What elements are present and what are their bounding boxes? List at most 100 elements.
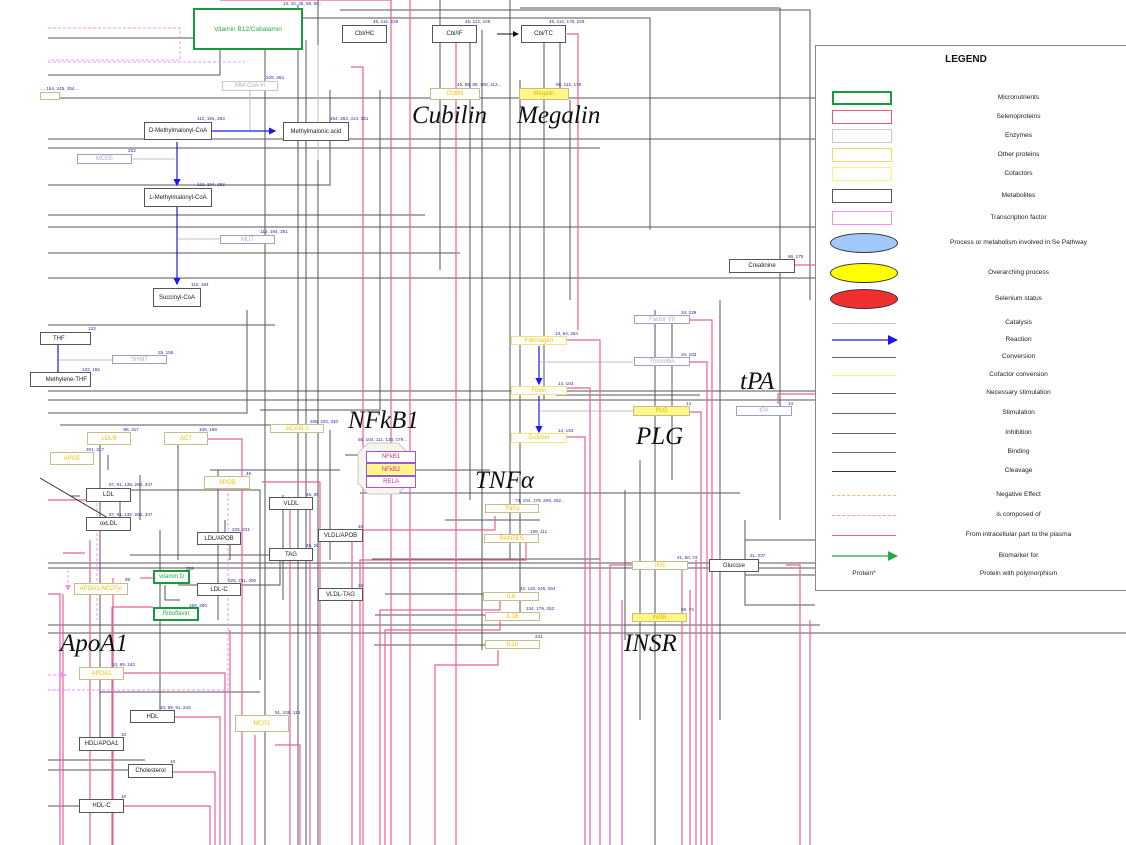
legend-entry: Necessary stimulation [816, 386, 1126, 404]
node-cbl-tc[interactable]: Cbl/TC [521, 25, 566, 43]
ref-ldl-c: 225, 231, 300 [228, 578, 257, 583]
node-rela[interactable]: RELA [366, 476, 416, 488]
legend-entry: Overarching process [816, 263, 1126, 284]
node-top-left-protein[interactable] [40, 92, 60, 100]
node-vitamin-b12[interactable]: Vitamin B12/Cobalamin [193, 8, 303, 50]
node-hdl-apoa1[interactable]: HDL/APOA1 [79, 737, 124, 751]
node-methylene-thf[interactable]: Methylene-THF [30, 372, 91, 387]
legend-entry: Micronutrients [816, 91, 1126, 109]
node-vldl-apob[interactable]: VLDL/APOB [318, 529, 363, 542]
node-l-methylmalonyl-coa[interactable]: L-Methylmalonyl-CoA [144, 188, 212, 207]
ref-il6: 42, 119, 245, 294 [520, 586, 556, 591]
node-cubn[interactable]: CUBN [430, 88, 480, 100]
node-megalin[interactable]: Megalin [519, 88, 569, 100]
node-il10[interactable]: IL10 [485, 640, 540, 649]
ref-apoa1: 10, 89, 242 [112, 662, 135, 667]
node-cbl-hc[interactable]: Cbl/HC [342, 25, 387, 43]
node-il1b[interactable]: IL1B [485, 612, 540, 621]
node-apob[interactable]: APOB [204, 476, 250, 489]
node-riboflavin[interactable]: Riboflavin [153, 607, 199, 621]
legend-box-swatch [832, 110, 892, 124]
node-thf[interactable]: THF [40, 332, 91, 345]
annotation-nfkb1: NFkB1 [348, 407, 419, 434]
node-nfkb2[interactable]: NFkB2 [366, 463, 416, 476]
node-creatinine[interactable]: Creatinine [729, 259, 795, 273]
ref-mut: 112, 194, 351 [260, 229, 288, 234]
annotation-plg: PLG [636, 423, 684, 450]
legend-entry: Binding [816, 445, 1126, 463]
node-oxldl[interactable]: oxLDL [86, 517, 131, 531]
node-il6[interactable]: IL6 [483, 592, 539, 601]
ref-thf: 133 [88, 326, 96, 331]
ref-plg: 14 [686, 401, 692, 406]
ref-il10: 241 [535, 634, 543, 639]
node-hdl[interactable]: HDL [130, 710, 175, 723]
ref-sicam-1: 265, 332, 340 [310, 419, 339, 424]
node-shmt[interactable]: SHMT [112, 355, 167, 364]
node-mcee[interactable]: MCEE [77, 154, 132, 164]
node-d-dimer[interactable]: D-dimer [511, 433, 567, 443]
annotation-megalin: Megalin [517, 102, 601, 129]
ref-factor-vii: 34, 239 [681, 310, 697, 315]
node-succinyl-coa[interactable]: Succinyl-CoA [153, 288, 201, 307]
ref-cbl-hc: 45, 112, 229 [373, 19, 399, 24]
node-tpa[interactable]: tPA [736, 406, 792, 416]
node-apoa1-no2tyr[interactable]: APOA1-NO2Tyr [74, 583, 128, 595]
ref-il1b: 134, 179, 252 [526, 606, 555, 611]
node-act[interactable]: ACT [164, 432, 208, 445]
node-ldlr[interactable]: LDLR [87, 432, 131, 445]
vitd-connector [164, 585, 180, 601]
legend-line-swatch [832, 495, 896, 496]
ref-methylene-thf: 133, 155 [82, 367, 100, 372]
node-hdl-c[interactable]: HDL-C [79, 799, 124, 813]
annotation-cubilin: Cubilin [412, 102, 488, 129]
legend-label: Catalysis [1005, 319, 1032, 326]
node-thrombin[interactable]: Thrombin [634, 357, 690, 366]
node-methylmalonic-acid[interactable]: Methylmalonic acid [283, 122, 349, 141]
node-factor-vii[interactable]: Factor VII [634, 315, 690, 324]
node-ldl-apob[interactable]: LDL/APOB [197, 532, 241, 545]
node-tag[interactable]: TAG [269, 548, 313, 561]
composed-of-lines [48, 27, 245, 691]
legend-label: Protein with polymorphism [979, 570, 1058, 577]
node-insr[interactable]: INSR [632, 613, 687, 622]
node-d-methylmalonyl-coa[interactable]: D-Methylmalonyl-CoA [144, 122, 212, 140]
node-ldl[interactable]: LDL [86, 488, 131, 502]
ref-cbl-tc: 45, 112, 175, 229 [549, 19, 585, 24]
node-vldl[interactable]: VLDL [269, 497, 313, 510]
node-cbl-if[interactable]: Cbl/IF [432, 25, 477, 43]
ref-tnfa: 74, 104, 179, 209, 252... [515, 498, 565, 503]
ref-act: 108, 188 [199, 427, 217, 432]
node-mut[interactable]: MUT [220, 235, 275, 244]
node-nfkb1[interactable]: NFkB1 [366, 451, 416, 463]
ref-top-left-protein: ..., 154, 245, 254... [40, 86, 79, 91]
node-ldl-c[interactable]: LDL-C [197, 583, 241, 596]
ref-vldl-tag: 46 [358, 583, 364, 588]
node-ins[interactable]: INS [632, 561, 688, 570]
node-vldl-tag[interactable]: VLDL-TAG [318, 588, 363, 601]
legend-label: From intracellular part to the plasma [965, 531, 1072, 538]
ref-creatinine: 66, 175 [788, 254, 804, 259]
ref-hdl-c: 10 [121, 794, 127, 799]
node-mcp1[interactable]: MCP1 [235, 715, 289, 732]
legend-reaction-arrow-icon [832, 335, 898, 345]
legend-label: Selenium status [995, 295, 1042, 302]
node-fibrin[interactable]: Fibrin [511, 386, 567, 395]
ref-fibrin: 14, 183 [558, 381, 574, 386]
node-tnfa[interactable]: TNFα [485, 504, 539, 513]
legend-line-swatch [832, 413, 896, 414]
node-vitamin-d[interactable]: vitamin D [153, 570, 190, 584]
node-rantes[interactable]: RANTES [484, 534, 539, 543]
node-mm-coa-h[interactable]: MM-CoA-H [222, 81, 278, 91]
ref-rantes: 108, 111 [530, 529, 548, 534]
node-sicam-1[interactable]: sICAM-1 [270, 424, 324, 433]
ref-d-dimer: 14, 153 [558, 428, 574, 433]
legend-label: Overarching process [988, 269, 1049, 276]
node-apoe[interactable]: APOE [50, 452, 94, 465]
legend-box-swatch [832, 148, 892, 162]
node-glucose[interactable]: Glucose [709, 559, 759, 572]
node-plg[interactable]: PLG [633, 406, 690, 416]
node-fibrinogen[interactable]: Fibrinogen [511, 336, 567, 345]
node-cholesterol[interactable]: Cholesterol [128, 764, 173, 778]
node-apoa1[interactable]: APOA1 [79, 667, 124, 680]
